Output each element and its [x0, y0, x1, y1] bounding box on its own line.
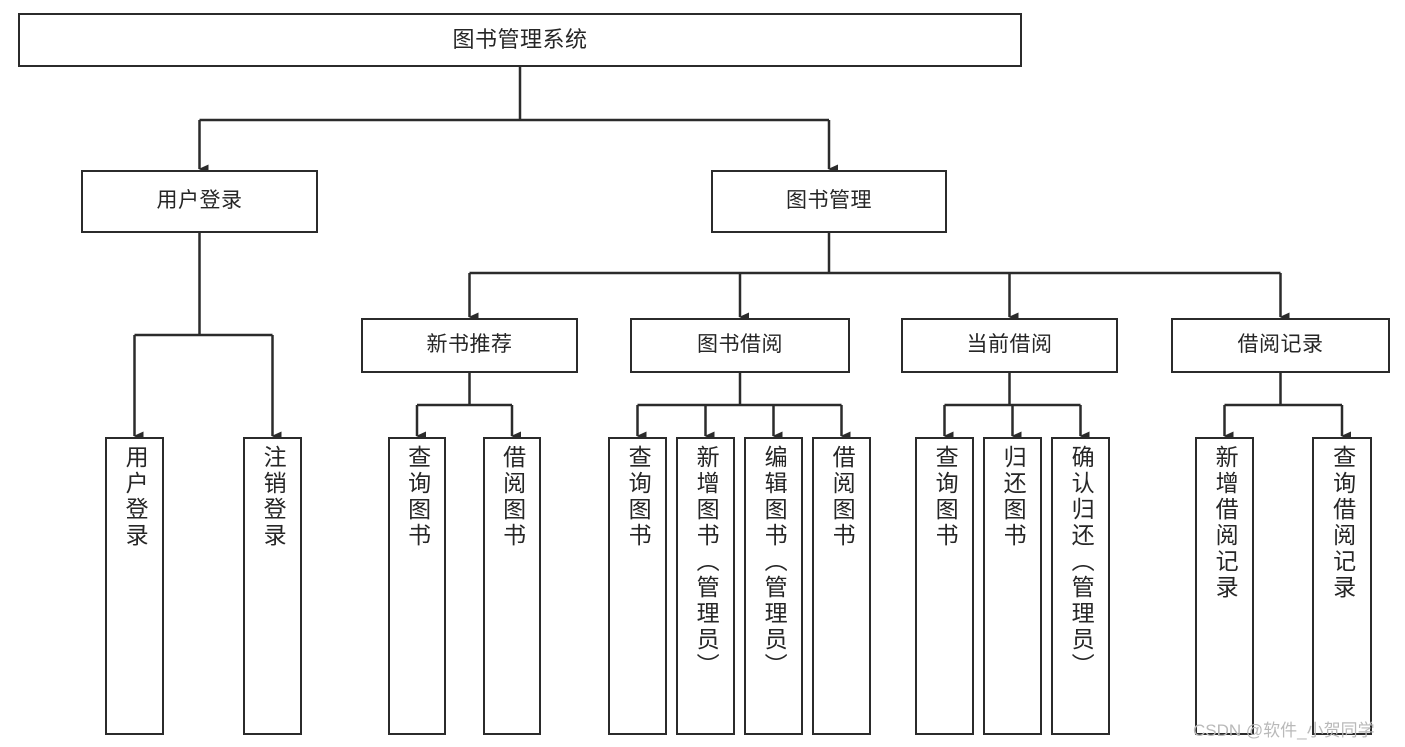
- node-borrow[interactable]: 图书借阅: [630, 318, 850, 373]
- node-label: 借阅记录: [1237, 333, 1324, 357]
- node-l1[interactable]: 用户登录: [105, 437, 164, 735]
- node-records[interactable]: 借阅记录: [1171, 318, 1390, 373]
- node-l12[interactable]: 新增借阅记录: [1195, 437, 1254, 735]
- node-l2[interactable]: 注销登录: [243, 437, 302, 735]
- node-label: 借阅图书: [829, 445, 856, 549]
- node-root[interactable]: 图书管理系统: [18, 13, 1022, 67]
- node-l13[interactable]: 查询借阅记录: [1312, 437, 1372, 735]
- node-bookmgmt[interactable]: 图书管理: [711, 170, 947, 233]
- node-label: 用户登录: [156, 189, 243, 213]
- node-l10[interactable]: 归还图书: [983, 437, 1042, 735]
- node-current[interactable]: 当前借阅: [901, 318, 1118, 373]
- node-label: 查询图书: [404, 445, 431, 549]
- edge-group: [133, 67, 1351, 441]
- node-login[interactable]: 用户登录: [81, 170, 318, 233]
- node-l8[interactable]: 借阅图书: [812, 437, 871, 735]
- node-l7[interactable]: 编辑图书（管理员）: [744, 437, 803, 735]
- node-label: 新增借阅记录: [1212, 445, 1239, 601]
- node-label: 新增图书（管理员）: [693, 445, 720, 679]
- node-l6[interactable]: 新增图书（管理员）: [676, 437, 735, 735]
- node-label: 用户登录: [122, 445, 149, 549]
- node-label: 注销登录: [260, 445, 287, 549]
- node-l9[interactable]: 查询图书: [915, 437, 974, 735]
- node-label: 查询图书: [625, 445, 652, 549]
- node-l4[interactable]: 借阅图书: [483, 437, 541, 735]
- node-label: 新书推荐: [426, 333, 513, 357]
- node-label: 编辑图书（管理员）: [761, 445, 788, 679]
- node-label: 图书管理: [786, 189, 872, 213]
- node-label: 当前借阅: [966, 333, 1053, 357]
- node-label: 借阅图书: [499, 445, 526, 549]
- node-label: 归还图书: [1000, 445, 1027, 549]
- node-l3[interactable]: 查询图书: [388, 437, 446, 735]
- node-label: 图书借阅: [697, 333, 783, 357]
- node-newbook[interactable]: 新书推荐: [361, 318, 578, 373]
- node-l5[interactable]: 查询图书: [608, 437, 667, 735]
- node-label: 图书管理系统: [452, 27, 588, 53]
- node-label: 确认归还（管理员）: [1068, 445, 1095, 679]
- node-label: 查询借阅记录: [1329, 445, 1356, 601]
- node-l11[interactable]: 确认归还（管理员）: [1051, 437, 1110, 735]
- watermark-text: CSDN @软件_小贺同学: [1193, 721, 1375, 740]
- node-label: 查询图书: [932, 445, 959, 549]
